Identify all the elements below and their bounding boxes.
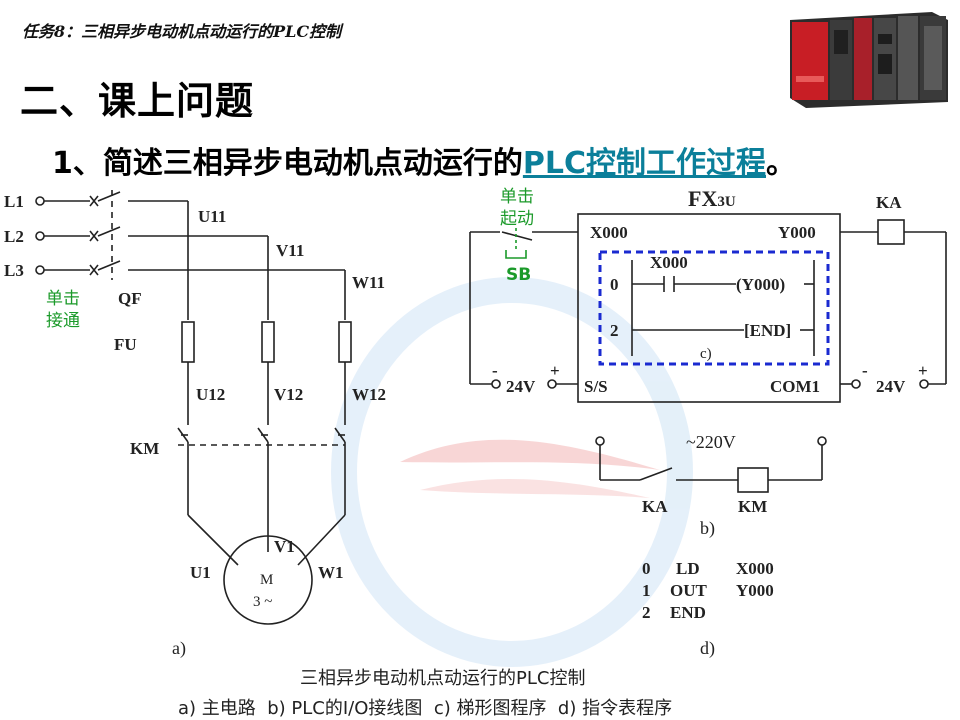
u11-label: U11 [198,207,226,226]
instruction-row-0-op: LD [676,559,700,578]
line-l1-label: L1 [4,192,24,211]
figure-title: 三相异步电动机点动运行的PLC控制 [300,668,585,689]
ladder-diagram: 0 X000 (Y000) 2 [END] c) [598,250,830,366]
motor-name: M [260,572,273,588]
question-prefix: 1、简述三相异步电动机点动运行的 [52,146,523,181]
line-l3-label: L3 [4,261,24,280]
breaker-note-line1: 单击 [46,289,80,309]
relay-label: KA [876,193,902,212]
instruction-row-1-operand: Y000 [736,581,774,600]
circuit-diagram: L1 L2 L3 U11 V11 W11 单击 接通 QF FU U12 V12… [4,186,947,719]
watermark-logo [331,277,693,667]
supply-out-label: 24V [876,377,906,396]
question-text: 1、简述三相异步电动机点动运行的PLC控制工作过程。 [52,138,796,182]
supply-out-plus: + [918,361,928,380]
rung1-end: [END] [744,321,791,340]
w11-label: W11 [352,273,385,292]
control-coil-label: KM [738,497,767,516]
rung0-number: 0 [610,275,619,294]
question-suffix: 。 [766,146,796,181]
instruction-row-0-operand: X000 [736,559,774,578]
instruction-row-2-step: 2 [642,603,651,622]
rung0-coil: (Y000) [736,275,785,294]
terminal-v1-label: V1 [274,537,295,556]
instruction-list: 0 LD X000 1 OUT Y000 2 END d) [642,559,774,659]
output-terminal-label: Y000 [778,223,816,242]
fuse-label: FU [114,335,137,354]
voltage-label: ~220V [686,432,736,452]
plc-model-prefix: FX [688,186,717,211]
v11-label: V11 [276,241,304,260]
instruction-row-1-step: 1 [642,581,651,600]
u12-label: U12 [196,385,225,404]
control-circuit [595,436,827,493]
terminal-w1-label: W1 [318,563,344,582]
supply-in-minus: - [492,361,498,380]
plc-wiring-labels: 单击 起动 SB FX3U X000 Y000 KA S/S COM1 24V … [492,186,928,396]
plc-model-suffix: 3U [717,194,736,210]
rung1-number: 2 [610,321,619,340]
line-l2-label: L2 [4,227,24,246]
terminal-u1-label: U1 [190,563,211,582]
contactor-label: KM [130,439,159,458]
figure-legend: a) 主电路 b) PLC的I/O接线图 c) 梯形图程序 d) 指令表程序 [178,698,672,719]
button-label: SB [506,265,531,285]
question-link[interactable]: PLC控制工作过程 [522,146,766,181]
main-circuit [35,190,352,625]
caption-a: a) [172,638,186,659]
instruction-row-2-op: END [670,603,706,622]
supply-out-minus: - [862,361,868,380]
motor-phase: 3 ~ [253,594,272,610]
slide-header: 任务8：三相异步电动机点动运行的PLC控制 [22,22,342,41]
control-contact-label: KA [642,497,668,516]
button-note-line2: 起动 [500,209,534,229]
w12-label: W12 [352,385,386,404]
main-circuit-labels: L1 L2 L3 U11 V11 W11 单击 接通 QF FU U12 V12… [4,192,386,659]
supply-in-plus: + [550,361,560,380]
plc-model: FX3U [688,186,736,211]
plc-wiring [469,213,947,403]
caption-d: d) [700,638,715,659]
common-in-label: S/S [584,377,608,396]
supply-in-label: 24V [506,377,536,396]
common-out-label: COM1 [770,377,820,396]
button-note-line1: 单击 [500,187,534,207]
section-title: 二、课上问题 [20,79,255,123]
v12-label: V12 [274,385,303,404]
instruction-row-0-step: 0 [642,559,651,578]
caption-b: b) [700,518,715,539]
plc-photo [782,6,952,110]
input-terminal-label: X000 [590,223,628,242]
instruction-row-1-op: OUT [670,581,708,600]
control-circuit-labels: ~220V KA KM b) [642,432,767,539]
rung0-contact-label: X000 [650,253,688,272]
breaker-label: QF [118,289,142,308]
caption-c: c) [700,346,712,362]
breaker-note-line2: 接通 [46,311,80,331]
